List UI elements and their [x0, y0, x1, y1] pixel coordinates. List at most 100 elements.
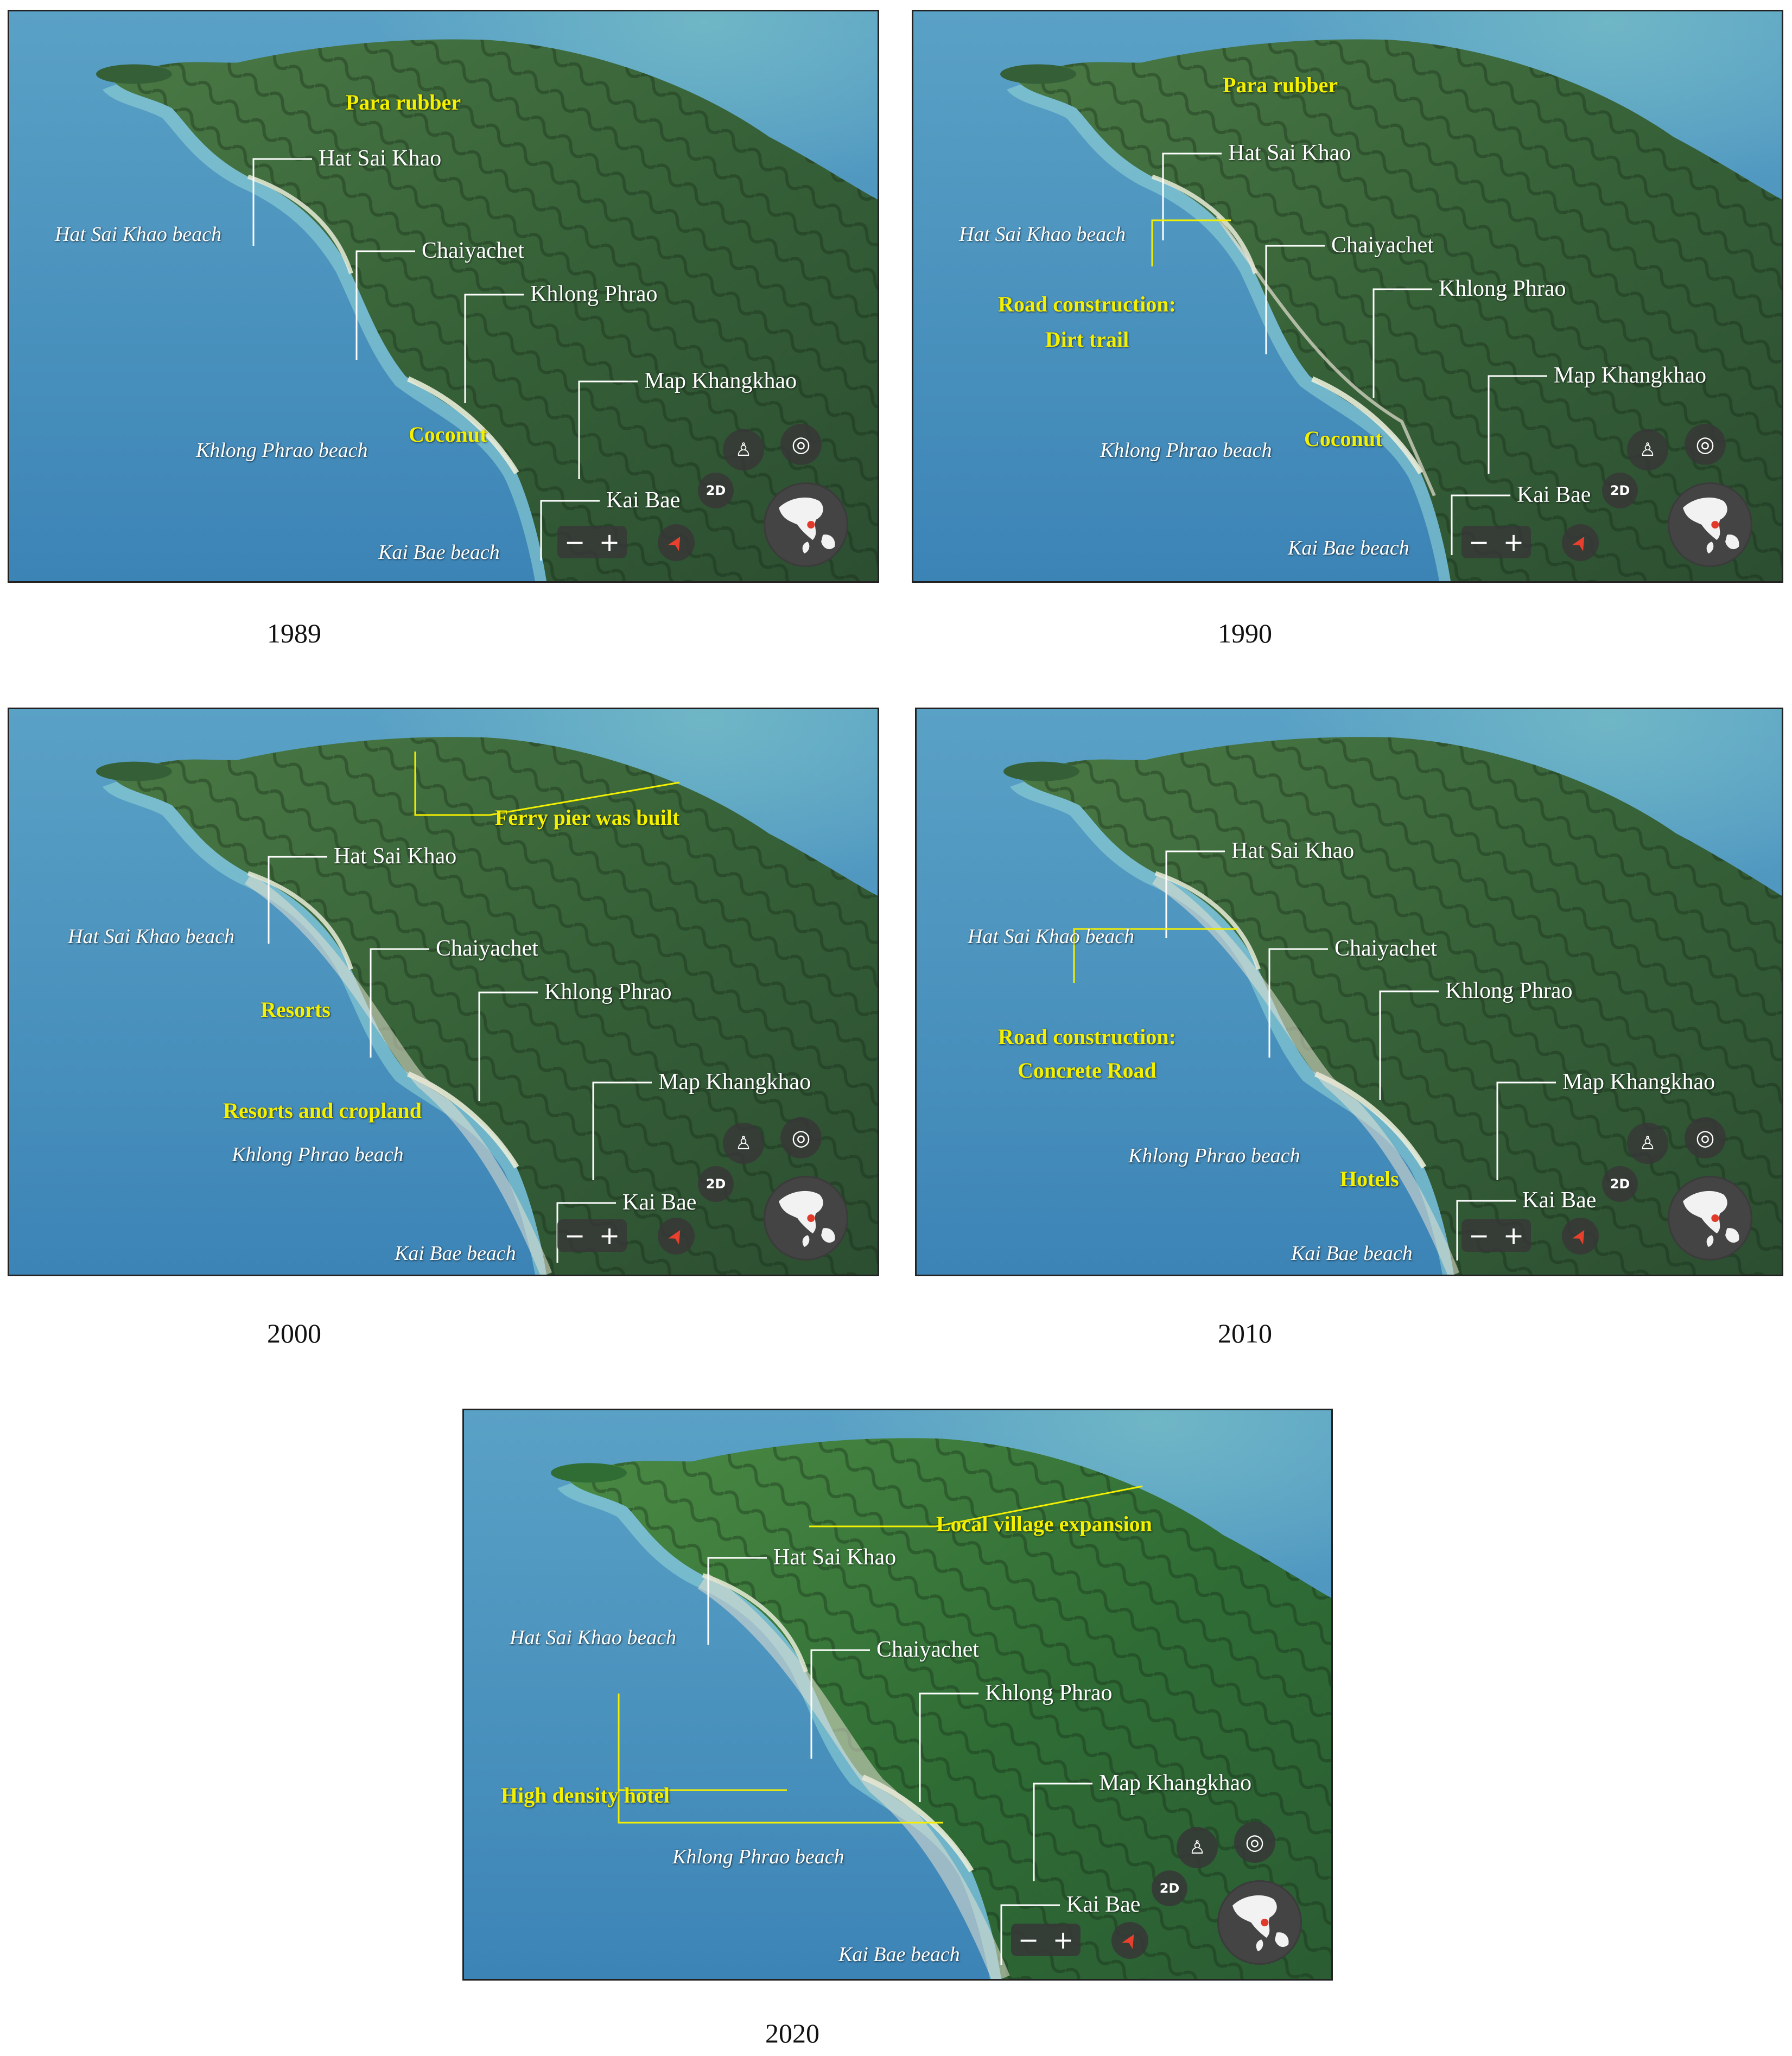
globe-icon[interactable]: [1668, 1176, 1752, 1261]
place-label: Khlong Phrao: [530, 282, 658, 307]
annotation-label: Road construction:: [998, 292, 1176, 316]
view-mode-2d-button[interactable]: 2D: [698, 473, 734, 508]
locate-icon[interactable]: ◎: [780, 424, 822, 465]
annotation-label: Local village expansion: [936, 1512, 1152, 1536]
pegman-icon[interactable]: ♙: [1177, 1827, 1218, 1868]
place-label: Hat Sai Khao: [1231, 838, 1355, 863]
annotation-label: Hotels: [1340, 1167, 1399, 1191]
locate-icon[interactable]: ◎: [780, 1117, 822, 1159]
view-mode-2d-button[interactable]: 2D: [1152, 1870, 1187, 1906]
place-label: Chaiyachet: [1331, 233, 1434, 258]
zoom-in-button[interactable]: +: [1503, 1221, 1524, 1250]
beach-label: Khlong Phrao beach: [1100, 439, 1272, 462]
annotation-leaders: [268, 752, 680, 1263]
pegman-icon[interactable]: ♙: [1627, 429, 1668, 470]
annotation-label: Resorts and cropland: [223, 1098, 422, 1123]
satellite-terrain: [551, 1438, 1331, 1979]
zoom-in-button[interactable]: +: [599, 527, 620, 557]
pegman-icon[interactable]: ♙: [723, 1123, 764, 1164]
zoom-out-button[interactable]: −: [1018, 1925, 1039, 1955]
zoom-control: −+: [1461, 1219, 1531, 1252]
zoom-out-button[interactable]: −: [564, 527, 586, 557]
place-label: Kai Bae: [622, 1190, 697, 1215]
place-label: Hat Sai Khao: [1228, 141, 1351, 166]
place-label: Hat Sai Khao: [319, 146, 442, 171]
globe-icon[interactable]: [1668, 482, 1752, 567]
place-label: Chaiyachet: [1335, 936, 1437, 961]
year-caption: 2010: [1218, 1318, 1272, 1348]
beach-label: Khlong Phrao beach: [1128, 1144, 1300, 1167]
annotation-label: High density hotel: [501, 1783, 670, 1807]
view-mode-2d-button[interactable]: 2D: [1602, 1166, 1638, 1202]
place-label: Map Khangkhao: [1099, 1771, 1252, 1796]
place-label: Kai Bae: [1066, 1892, 1141, 1917]
place-label: Khlong Phrao: [985, 1681, 1113, 1705]
zoom-out-button[interactable]: −: [564, 1221, 586, 1250]
locate-icon[interactable]: ◎: [1685, 1117, 1726, 1159]
locate-icon[interactable]: ◎: [1234, 1822, 1275, 1863]
year-caption: 1990: [1218, 618, 1272, 648]
globe-icon[interactable]: [1217, 1880, 1302, 1965]
annotation-leaders: [1151, 152, 1547, 555]
place-label: Khlong Phrao: [1445, 978, 1573, 1003]
place-label: Kai Bae: [1517, 482, 1591, 507]
place-label: Khlong Phrao: [1439, 276, 1566, 301]
satellite-terrain: [96, 737, 878, 1275]
year-caption: 2000: [267, 1318, 321, 1348]
annotation-label: Para rubber: [346, 90, 461, 114]
year-caption: 1989: [267, 618, 321, 648]
annotation-label: Para rubber: [1223, 73, 1338, 97]
annotation-label: Road construction:: [998, 1024, 1176, 1049]
pegman-icon[interactable]: ♙: [1627, 1123, 1668, 1164]
view-mode-2d-button[interactable]: 2D: [1602, 473, 1638, 508]
annotation-leaders: [618, 1485, 1143, 1965]
place-label: Kai Bae: [1522, 1188, 1597, 1213]
place-label: Chaiyachet: [876, 1637, 979, 1662]
annotation-leaders: [252, 158, 638, 561]
zoom-control: −+: [1011, 1924, 1081, 1956]
beach-label: Khlong Phrao beach: [232, 1143, 404, 1166]
zoom-out-button[interactable]: −: [1468, 527, 1490, 557]
annotation-label: Resorts: [260, 997, 331, 1022]
zoom-control: −+: [1461, 526, 1531, 558]
place-label: Hat Sai Khao: [334, 844, 457, 869]
beach-label: Khlong Phrao beach: [672, 1845, 844, 1868]
locate-icon[interactable]: ◎: [1685, 424, 1726, 465]
zoom-control: −+: [557, 526, 627, 558]
view-mode-2d-button[interactable]: 2D: [698, 1166, 734, 1202]
beach-label: Hat Sai Khao beach: [959, 223, 1126, 246]
beach-label: Kai Bae beach: [1291, 1242, 1413, 1265]
beach-label: Khlong Phrao beach: [196, 439, 368, 462]
pegman-icon[interactable]: ♙: [723, 429, 764, 470]
beach-label: Kai Bae beach: [395, 1242, 516, 1265]
zoom-in-button[interactable]: +: [1052, 1925, 1074, 1955]
beach-label: Kai Bae beach: [378, 541, 500, 564]
globe-icon[interactable]: [764, 1176, 848, 1261]
place-label: Map Khangkhao: [1554, 363, 1707, 388]
satellite-terrain: [1000, 39, 1782, 581]
annotation-label: Concrete Road: [1018, 1058, 1156, 1083]
beach-label: Hat Sai Khao beach: [55, 223, 222, 246]
beach-label: Kai Bae beach: [1288, 537, 1409, 559]
zoom-in-button[interactable]: +: [599, 1221, 620, 1250]
place-label: Chaiyachet: [436, 936, 538, 961]
year-caption: 2020: [765, 2018, 819, 2048]
place-label: Khlong Phrao: [544, 979, 672, 1004]
beach-label: Hat Sai Khao beach: [510, 1626, 677, 1649]
zoom-in-button[interactable]: +: [1503, 527, 1524, 557]
place-label: Map Khangkhao: [644, 368, 797, 393]
annotation-label: Ferry pier was built: [495, 805, 680, 830]
zoom-control: −+: [557, 1219, 627, 1252]
globe-icon[interactable]: [764, 482, 848, 567]
beach-label: Kai Bae beach: [838, 1943, 960, 1966]
zoom-out-button[interactable]: −: [1468, 1221, 1490, 1250]
place-label: Hat Sai Khao: [773, 1545, 897, 1570]
satellite-terrain: [96, 39, 878, 581]
place-label: Chaiyachet: [422, 238, 524, 263]
annotation-label: Coconut: [1304, 427, 1383, 451]
